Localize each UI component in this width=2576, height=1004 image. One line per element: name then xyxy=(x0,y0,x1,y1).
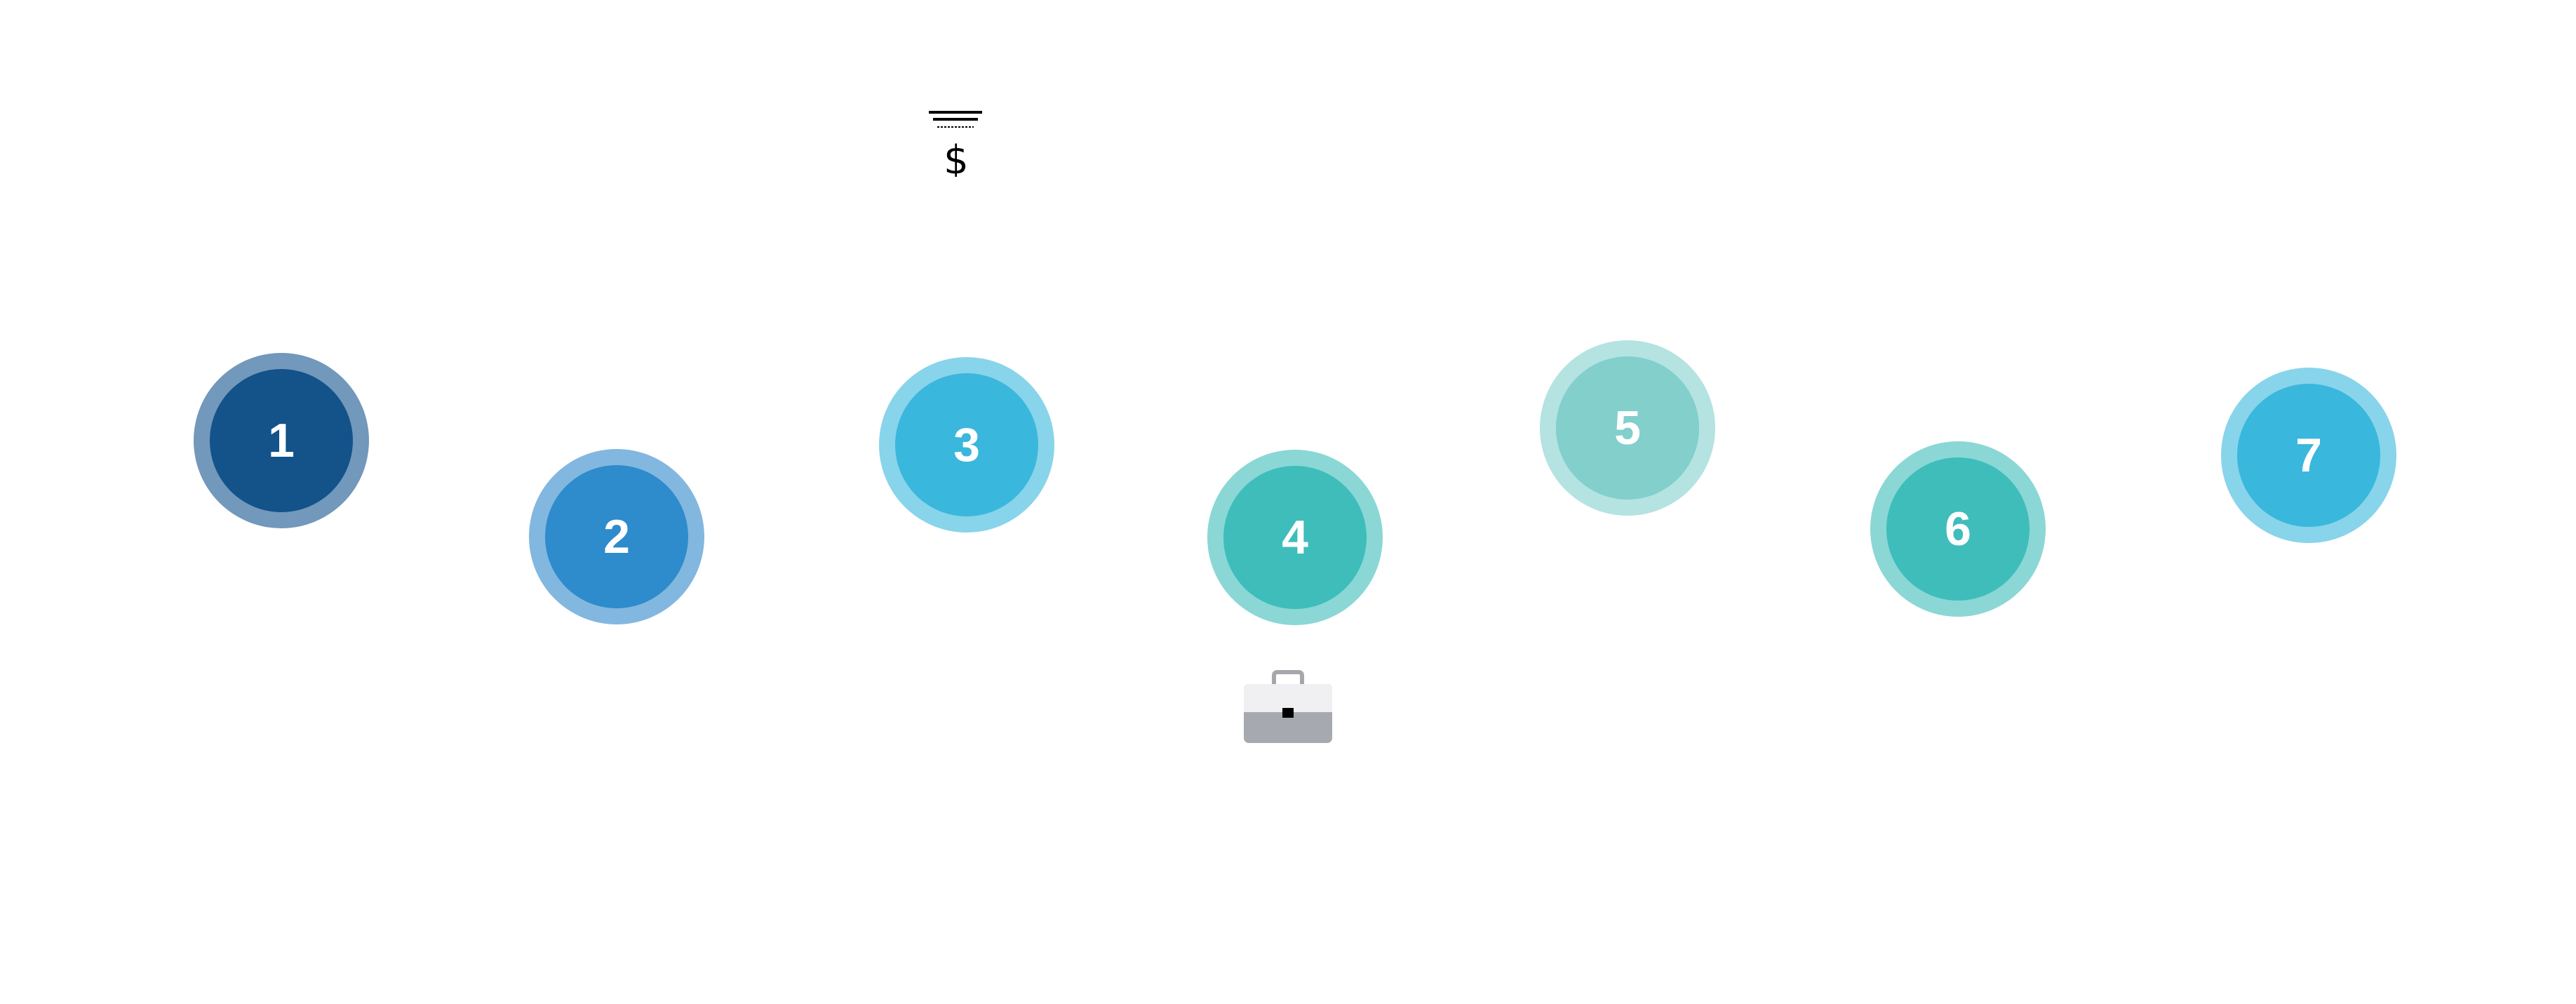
step-4-inner: 4 xyxy=(1223,466,1367,609)
step-6-inner: 6 xyxy=(1886,457,2030,601)
step-1-label: 1 xyxy=(268,414,295,467)
svg-text:$: $ xyxy=(944,138,969,177)
step-1-inner: 1 xyxy=(210,369,353,512)
step-4-circle: 4 xyxy=(1207,450,1383,625)
step-6-circle: 6 xyxy=(1870,441,2046,617)
step-3-circle: 3 xyxy=(879,357,1054,533)
step-2-inner: 2 xyxy=(545,465,688,608)
step-2-label: 2 xyxy=(603,510,630,563)
step-1-circle: 1 xyxy=(194,353,369,528)
step-2-circle: 2 xyxy=(529,449,704,624)
step-5-inner: 5 xyxy=(1556,356,1699,500)
step-3-label: 3 xyxy=(953,418,980,471)
step-7-inner: 7 xyxy=(2237,384,2380,527)
step-4-label: 4 xyxy=(1282,511,1308,564)
finance-dollar-icon: $ xyxy=(926,107,986,183)
step-6-label: 6 xyxy=(1945,502,1971,556)
step-5-circle: 5 xyxy=(1540,340,1715,516)
step-5-label: 5 xyxy=(1614,401,1641,455)
step-7-label: 7 xyxy=(2295,429,2322,482)
briefcase-icon xyxy=(1242,670,1334,746)
step-3-inner: 3 xyxy=(895,373,1038,516)
step-7-circle: 7 xyxy=(2221,368,2396,543)
